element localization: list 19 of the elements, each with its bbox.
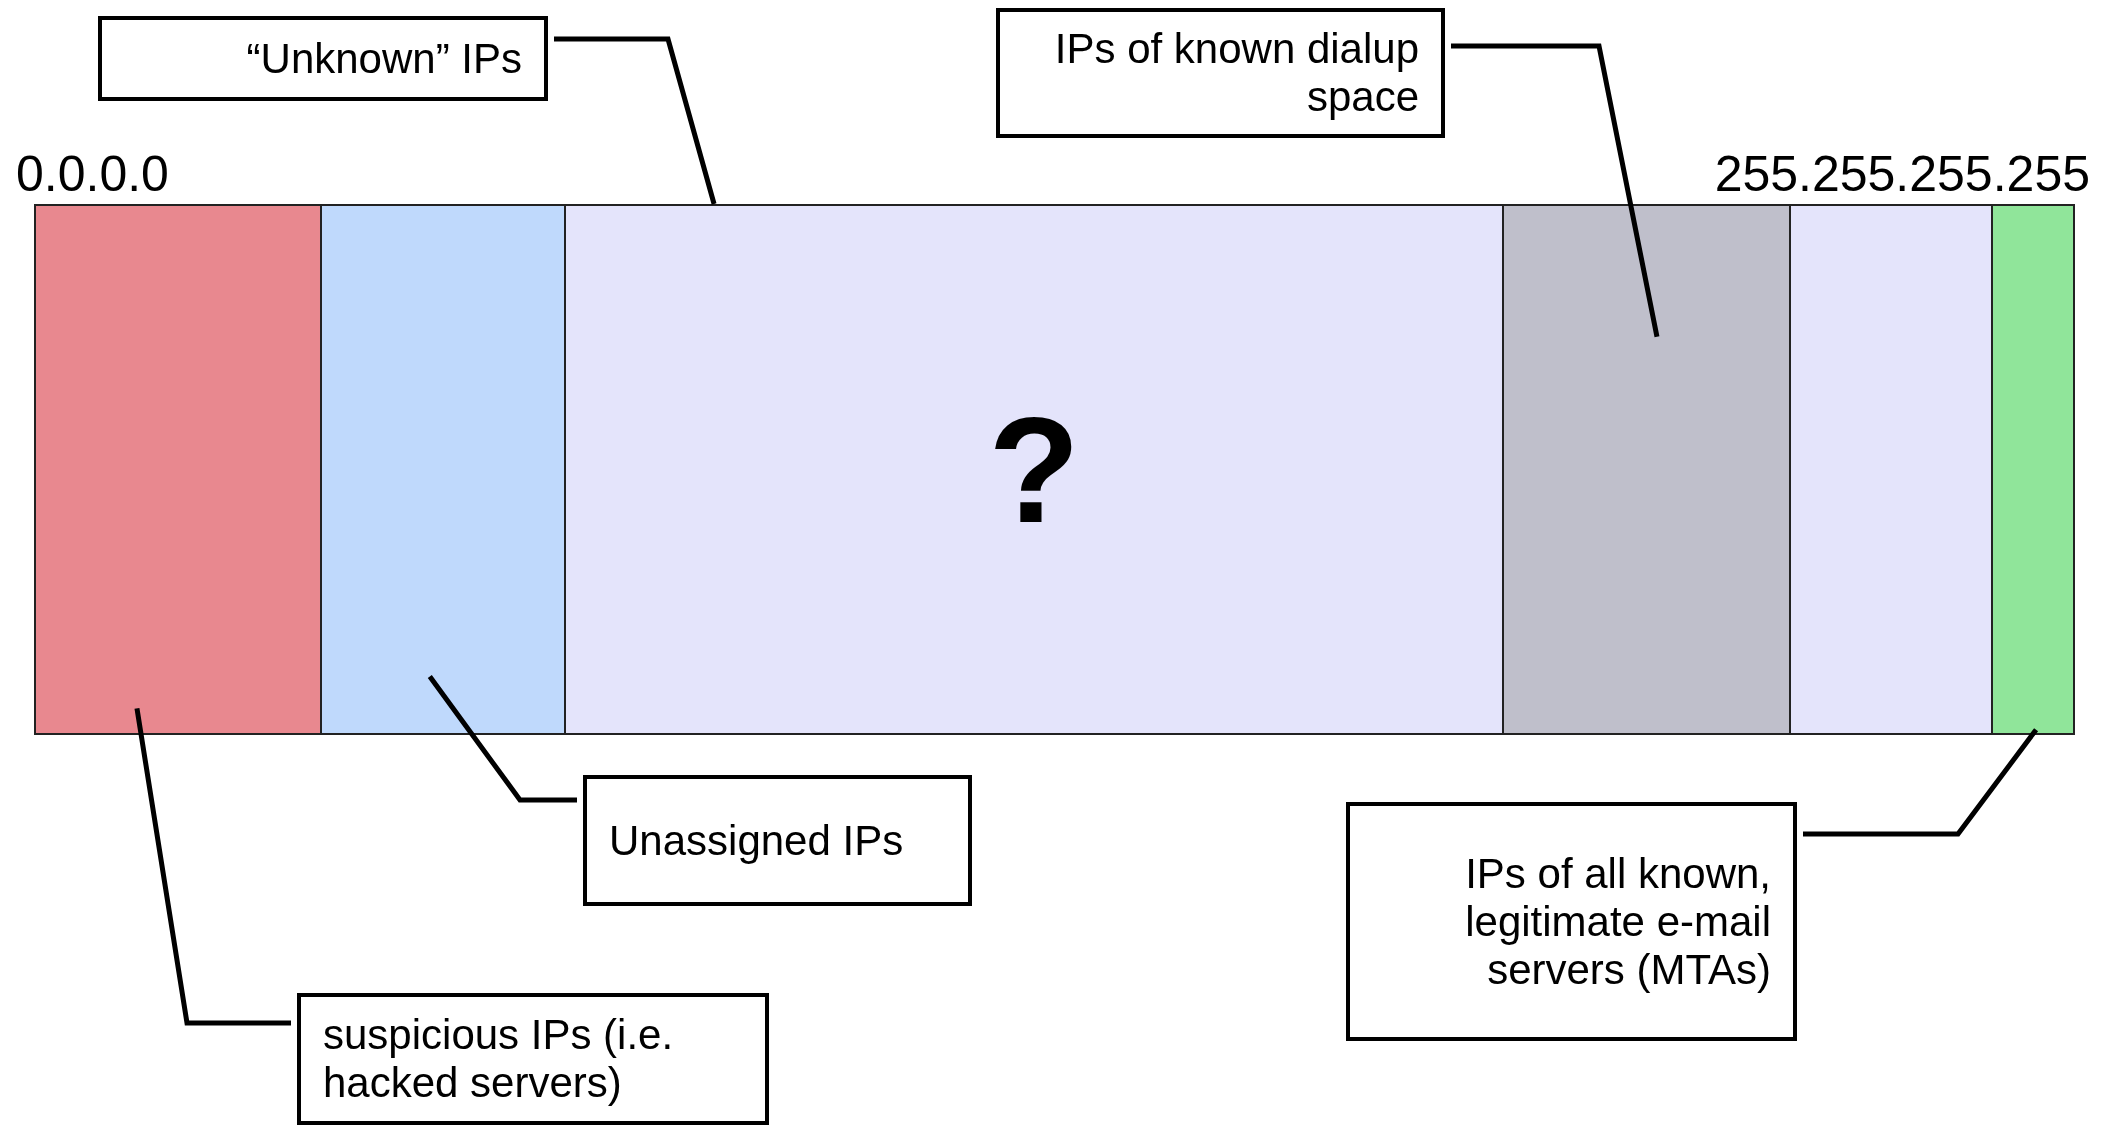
ip-address-label: 0.0.0.0	[16, 145, 169, 203]
leader-line	[1803, 728, 2039, 837]
address-range-bar	[34, 204, 322, 735]
ip-address-label: 255.255.255.255	[1714, 145, 2090, 203]
leader-line	[554, 36, 717, 205]
address-range-bar	[1502, 204, 1791, 735]
callout-box: Unassigned IPs	[583, 775, 972, 906]
leader-line	[1451, 43, 1660, 338]
question-mark: ?	[988, 394, 1080, 545]
callout-box: IPs of all known, legitimate e-mail servers (MTAs)	[1346, 802, 1797, 1041]
callout-box: “Unknown” IPs	[98, 16, 548, 101]
callout-box: suspicious IPs (i.e. hacked servers)	[297, 993, 769, 1125]
address-range-bar	[320, 204, 566, 735]
address-range-bar	[1789, 204, 1993, 735]
leader-line	[134, 708, 291, 1026]
address-range-bar	[1991, 204, 2075, 735]
address-range-bar	[564, 204, 1504, 735]
callout-box: IPs of known dialup space	[996, 8, 1445, 138]
leader-line	[427, 675, 577, 803]
